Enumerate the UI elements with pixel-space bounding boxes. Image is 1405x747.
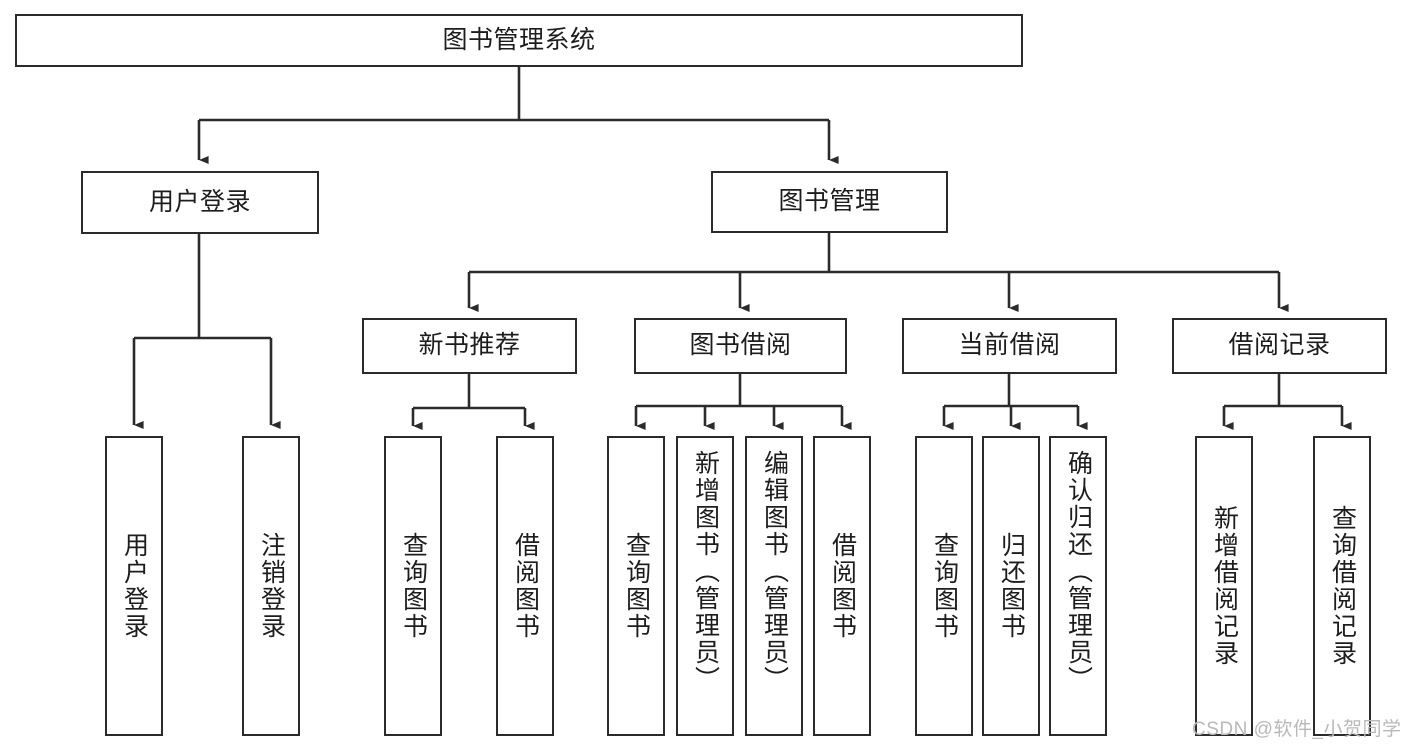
- node-book-borrow[interactable]: 图书借阅: [634, 318, 847, 374]
- node-leaf-query-book-3[interactable]: 查询图书: [915, 436, 973, 736]
- node-leaf-borrow-book-2-label: 借阅图书: [828, 532, 857, 640]
- node-current-borrow[interactable]: 当前借阅: [902, 318, 1117, 374]
- node-root[interactable]: 图书管理系统: [15, 14, 1023, 67]
- node-borrow-record[interactable]: 借阅记录: [1172, 318, 1387, 374]
- node-leaf-return-book[interactable]: 归还图书: [982, 436, 1040, 736]
- node-leaf-borrow-book-1-label: 借阅图书: [511, 532, 540, 640]
- node-leaf-query-book-2-label: 查询图书: [622, 532, 651, 640]
- node-leaf-query-book-2[interactable]: 查询图书: [607, 436, 665, 736]
- node-new-book-recommend-label: 新书推荐: [418, 331, 521, 360]
- node-leaf-confirm-return-label: 确认归还（管理员）: [1064, 450, 1093, 693]
- node-leaf-user-login-label: 用户登录: [120, 532, 149, 640]
- node-leaf-add-record[interactable]: 新增借阅记录: [1195, 436, 1253, 736]
- node-user-login[interactable]: 用户登录: [81, 171, 319, 234]
- node-root-label: 图书管理系统: [442, 25, 596, 54]
- node-leaf-add-record-label: 新增借阅记录: [1210, 505, 1239, 667]
- node-leaf-user-logout-label: 注销登录: [257, 532, 286, 640]
- node-leaf-query-book-3-label: 查询图书: [930, 532, 959, 640]
- node-user-login-label: 用户登录: [148, 187, 251, 216]
- node-leaf-confirm-return[interactable]: 确认归还（管理员）: [1049, 436, 1107, 736]
- node-leaf-edit-book[interactable]: 编辑图书（管理员）: [745, 436, 803, 736]
- node-borrow-record-label: 借阅记录: [1228, 331, 1331, 360]
- node-leaf-query-record-label: 查询借阅记录: [1328, 505, 1357, 667]
- node-new-book-recommend[interactable]: 新书推荐: [362, 318, 577, 374]
- node-leaf-add-book[interactable]: 新增图书（管理员）: [676, 436, 734, 736]
- watermark: CSDN @软件_小贺同学: [1192, 719, 1402, 740]
- node-leaf-borrow-book-1[interactable]: 借阅图书: [496, 436, 554, 736]
- node-current-borrow-label: 当前借阅: [958, 331, 1061, 360]
- node-leaf-query-book-1[interactable]: 查询图书: [384, 436, 442, 736]
- node-leaf-add-book-label: 新增图书（管理员）: [691, 450, 720, 693]
- node-book-manage-label: 图书管理: [778, 187, 881, 216]
- node-leaf-user-login[interactable]: 用户登录: [105, 436, 163, 736]
- node-book-borrow-label: 图书借阅: [689, 331, 792, 360]
- node-leaf-return-book-label: 归还图书: [997, 532, 1026, 640]
- node-leaf-borrow-book-2[interactable]: 借阅图书: [813, 436, 871, 736]
- node-leaf-user-logout[interactable]: 注销登录: [242, 436, 300, 736]
- node-leaf-edit-book-label: 编辑图书（管理员）: [760, 450, 789, 693]
- node-book-manage[interactable]: 图书管理: [711, 171, 948, 233]
- node-leaf-query-record[interactable]: 查询借阅记录: [1313, 436, 1371, 736]
- node-leaf-query-book-1-label: 查询图书: [399, 532, 428, 640]
